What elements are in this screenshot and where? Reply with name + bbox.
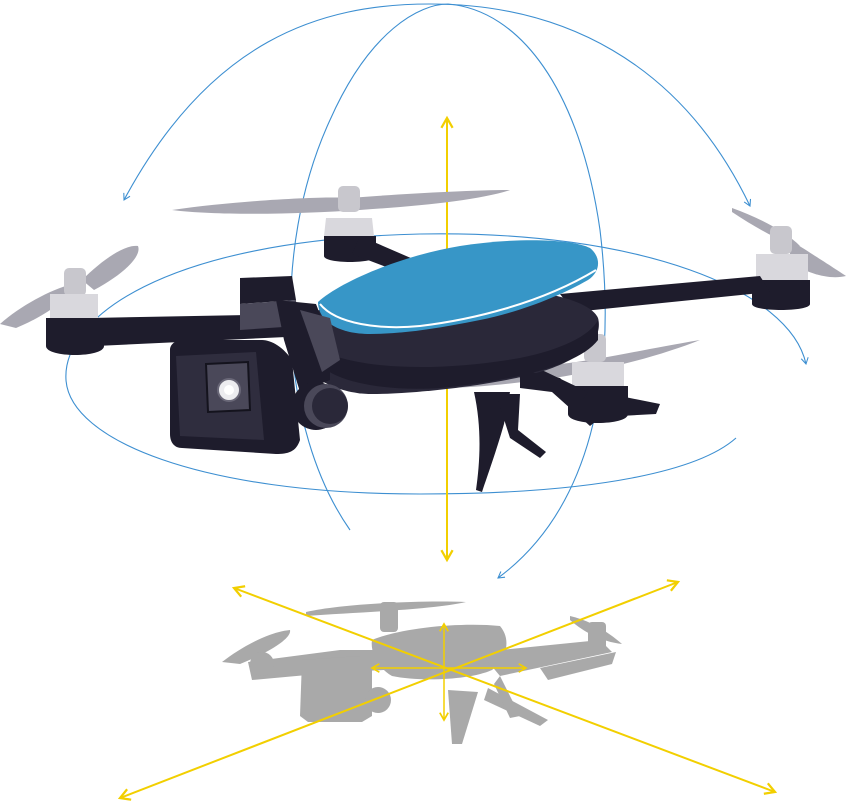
- drone: [0, 186, 846, 492]
- diagonal-axis-arrow-b: [117, 579, 681, 801]
- yaw-rotation-arrow: [65, 233, 809, 495]
- dome-rotation-arrow: [123, 3, 752, 207]
- landing-gear: [474, 370, 600, 492]
- horizontal-axes-arrows: [117, 579, 778, 801]
- gimbal: [240, 276, 340, 392]
- camera: [170, 340, 300, 454]
- canopy: [318, 240, 599, 334]
- gimbal-motor: [292, 382, 348, 430]
- right-motor: [752, 226, 810, 310]
- drone-shadow: [222, 601, 622, 744]
- front-left-motor: [46, 268, 104, 355]
